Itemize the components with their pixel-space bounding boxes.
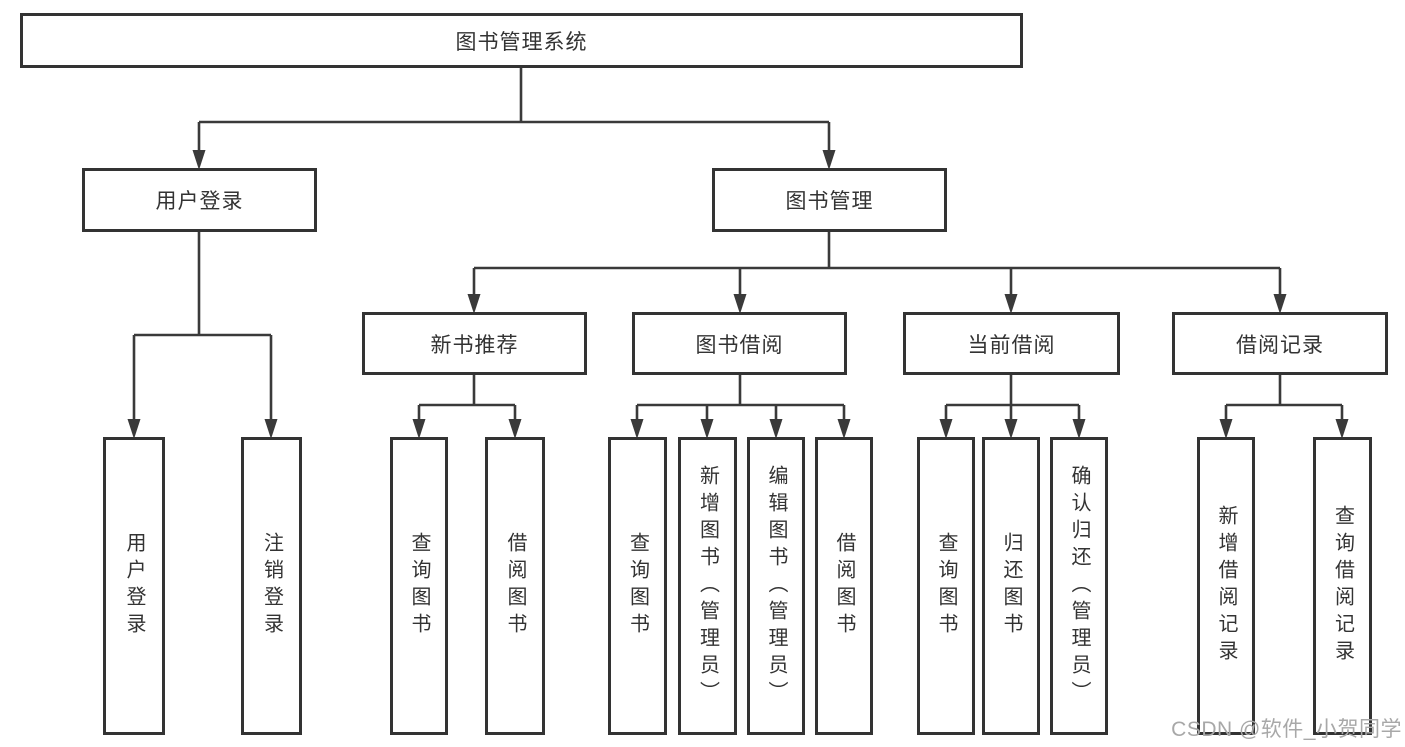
leaf-return-books: 归还图书 xyxy=(982,437,1040,735)
node-label: 注销登录 xyxy=(260,532,283,640)
leaf-query-books-current: 查询图书 xyxy=(917,437,975,735)
node-label: 当前借阅 xyxy=(967,333,1056,357)
leaf-query-books-borrow: 查询图书 xyxy=(608,437,667,735)
leaf-edit-books-admin: 编辑图书（管理员） xyxy=(747,437,805,735)
node-label: 归还图书 xyxy=(1000,532,1022,640)
leaf-borrow-books-recommend: 借阅图书 xyxy=(485,437,545,735)
node-label: 借阅记录 xyxy=(1236,333,1324,357)
node-label: 确认归还（管理员） xyxy=(1068,464,1090,708)
node-label: 图书借阅 xyxy=(695,333,784,357)
node-borrow-records: 借阅记录 xyxy=(1172,312,1388,375)
node-label: 借阅图书 xyxy=(504,532,526,640)
leaf-add-books-admin: 新增图书（管理员） xyxy=(678,437,737,735)
node-label: 查询图书 xyxy=(935,532,957,640)
node-label: 查询借阅记录 xyxy=(1331,505,1354,667)
leaf-logout: 注销登录 xyxy=(241,437,302,735)
node-label: 借阅图书 xyxy=(833,532,855,640)
node-label: 图书管理 xyxy=(785,190,874,213)
node-label: 图书管理系统 xyxy=(455,30,588,54)
node-label: 新书推荐 xyxy=(430,333,519,357)
node-label: 新增图书（管理员） xyxy=(696,464,719,708)
node-new-book-recommend: 新书推荐 xyxy=(362,312,587,375)
node-label: 编辑图书（管理员） xyxy=(765,464,787,708)
node-root: 图书管理系统 xyxy=(20,13,1023,68)
leaf-query-borrow-record: 查询借阅记录 xyxy=(1313,437,1372,735)
leaf-query-books-recommend: 查询图书 xyxy=(390,437,448,735)
leaf-borrow-books: 借阅图书 xyxy=(815,437,873,735)
node-current-borrow: 当前借阅 xyxy=(903,312,1120,375)
leaf-confirm-return-admin: 确认归还（管理员） xyxy=(1050,437,1108,735)
leaf-add-borrow-record: 新增借阅记录 xyxy=(1197,437,1255,735)
node-label: 用户登录 xyxy=(155,190,244,213)
leaf-user-login: 用户登录 xyxy=(103,437,165,735)
node-book-management: 图书管理 xyxy=(712,168,947,232)
node-label: 新增借阅记录 xyxy=(1215,505,1237,667)
node-book-borrow: 图书借阅 xyxy=(632,312,847,375)
watermark: CSDN @软件_小贺同学 xyxy=(1171,718,1402,741)
node-user-login: 用户登录 xyxy=(82,168,317,232)
node-label: 查询图书 xyxy=(626,532,649,640)
node-label: 用户登录 xyxy=(123,532,145,640)
node-label: 查询图书 xyxy=(408,532,430,640)
